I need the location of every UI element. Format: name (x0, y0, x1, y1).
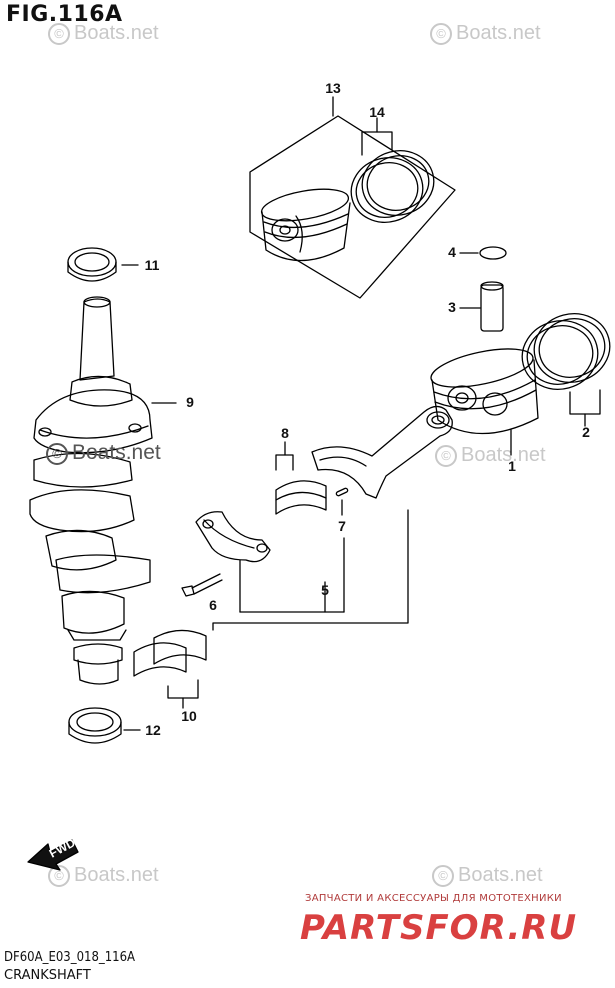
watermark-text: Boats.net (456, 22, 541, 44)
figure-code: DF60A_E03_018_116A (4, 950, 136, 965)
copyright-icon: © (435, 445, 457, 467)
watermark: ©Boats.net (432, 864, 543, 887)
callout-6: 6 (209, 597, 217, 613)
watermark-text: Boats.net (74, 864, 159, 886)
callout-13: 13 (325, 80, 341, 96)
callout-3: 3 (448, 299, 456, 315)
callout-9: 9 (186, 394, 194, 410)
copyright-icon: © (48, 865, 70, 887)
oil-seal-upper-part (67, 247, 117, 282)
piston-pin-part (480, 281, 504, 332)
conrod-cap-part (195, 511, 271, 563)
conrod-bearing-upper-part (275, 480, 327, 515)
piston-rings-part (521, 313, 611, 390)
shop-tagline: ЗАПЧАСТИ И АКСЕССУАРЫ ДЛЯ МОТОТЕХНИКИ (305, 893, 562, 904)
fwd-arrow (27, 839, 79, 871)
watermark-text: Boats.net (458, 864, 543, 886)
copyright-icon: © (46, 443, 68, 465)
copyright-icon: © (432, 865, 454, 887)
watermark: ©Boats.net (48, 864, 159, 887)
figure-title: FIG.116A (6, 2, 123, 27)
watermark-text: Boats.net (72, 441, 161, 464)
callout-11: 11 (144, 257, 160, 273)
copyright-icon: © (48, 23, 70, 45)
callout-7: 7 (338, 518, 346, 534)
watermark-text: Boats.net (461, 444, 546, 466)
watermark: ©Boats.net (430, 22, 541, 45)
oil-seal-lower-part (68, 707, 122, 744)
callout-1: 1 (508, 458, 516, 474)
shop-logo: PARTSFOR.RU (300, 908, 578, 948)
watermark: ©Boats.net (48, 22, 159, 45)
callout-4: 4 (448, 244, 456, 260)
callout-14: 14 (369, 104, 385, 120)
callout-8: 8 (281, 425, 289, 441)
callout-2: 2 (582, 424, 590, 440)
figure-name: CRANKSHAFT (4, 968, 91, 983)
connecting-rod-part (311, 405, 453, 499)
watermark-center: ©Boats.net (46, 441, 161, 465)
watermark-text: Boats.net (74, 22, 159, 44)
crankshaft-part (29, 296, 153, 685)
callout-5: 5 (321, 582, 329, 598)
copyright-icon: © (430, 23, 452, 45)
callout-12: 12 (145, 722, 161, 738)
circlip-part (479, 246, 507, 260)
piston-part (430, 348, 539, 435)
piston-assembly-box (249, 96, 456, 299)
watermark: ©Boats.net (435, 444, 546, 467)
main-bearing-part (133, 629, 207, 677)
conrod-bolt-part (181, 573, 223, 597)
callout-10: 10 (181, 708, 197, 724)
